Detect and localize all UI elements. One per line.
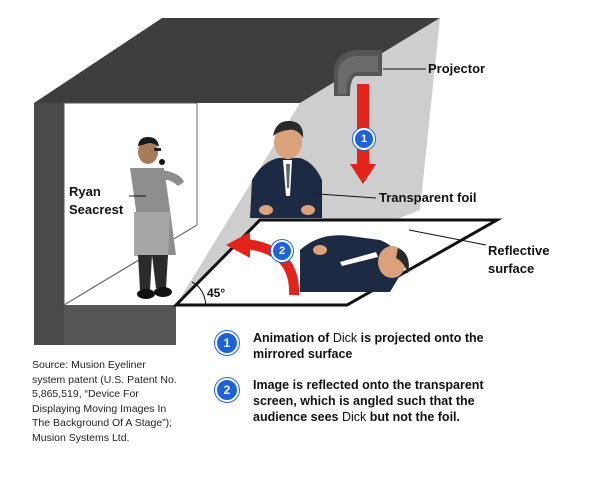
step-two-text-b: but not the foil. bbox=[366, 410, 460, 424]
transparent-foil bbox=[176, 18, 440, 305]
reflective-surface-label-2: surface bbox=[488, 261, 535, 276]
step-two-line-2: screen, which is angled such that the bbox=[253, 394, 475, 408]
step-two-line-3: audience sees Dick but not the foil. bbox=[253, 409, 553, 425]
source-line: 5,865,519, “Device For bbox=[32, 388, 139, 400]
source-line: Displaying Moving Images In bbox=[32, 402, 167, 415]
ryan-seacrest-figure bbox=[130, 137, 184, 299]
step-one-line-1: Animation of Dick is projected onto the bbox=[253, 330, 553, 346]
person-label-2: Seacrest bbox=[69, 202, 124, 217]
projector-label: Projector bbox=[428, 61, 486, 76]
step-one-badge: 1 bbox=[215, 331, 239, 355]
person-label-1: Ryan bbox=[69, 184, 101, 199]
step-one-line-2: mirrored surface bbox=[253, 347, 353, 361]
step-two-text-a: audience sees bbox=[253, 410, 342, 424]
step-one-text-b: is projected onto the bbox=[357, 331, 484, 345]
left-wall bbox=[34, 103, 64, 345]
source-line: system patent (U.S. Patent No. bbox=[32, 373, 177, 386]
angle-arc bbox=[191, 281, 207, 306]
reflective-pointer bbox=[408, 229, 487, 246]
floor-edge bbox=[63, 224, 198, 306]
step-one-name: Dick bbox=[332, 331, 358, 345]
step-two-name: Dick bbox=[341, 410, 367, 424]
angle-label: 45° bbox=[207, 286, 226, 300]
badge-two: 2 bbox=[271, 240, 293, 262]
source-line: Musion Systems Ltd. bbox=[32, 431, 130, 444]
stage-floor-front bbox=[64, 305, 176, 345]
step-one: 1 Animation of Dick is projected onto th… bbox=[215, 330, 553, 362]
projector-device bbox=[334, 50, 382, 96]
dick-projection bbox=[300, 235, 409, 292]
source-line: The Background Of A Stage”); bbox=[32, 417, 173, 429]
foil-pointer bbox=[317, 193, 377, 199]
reflective-surface-label-1: Reflective bbox=[488, 243, 550, 258]
step-two: 2 Image is reflected onto the transparen… bbox=[215, 377, 553, 425]
step-two-badge: 2 bbox=[215, 378, 239, 402]
dick-hologram bbox=[250, 120, 322, 218]
step-one-text-a: Animation of bbox=[253, 331, 333, 345]
badge-one: 1 bbox=[353, 128, 375, 150]
source-line: Source: Musion Eyeliner bbox=[32, 359, 146, 371]
ceiling bbox=[34, 18, 440, 103]
step-two-line-1: Image is reflected onto the transparent bbox=[253, 378, 484, 392]
source-citation: Source: Musion Eyeliner system patent (U… bbox=[32, 358, 212, 445]
transparent-foil-label: Transparent foil bbox=[379, 190, 477, 205]
